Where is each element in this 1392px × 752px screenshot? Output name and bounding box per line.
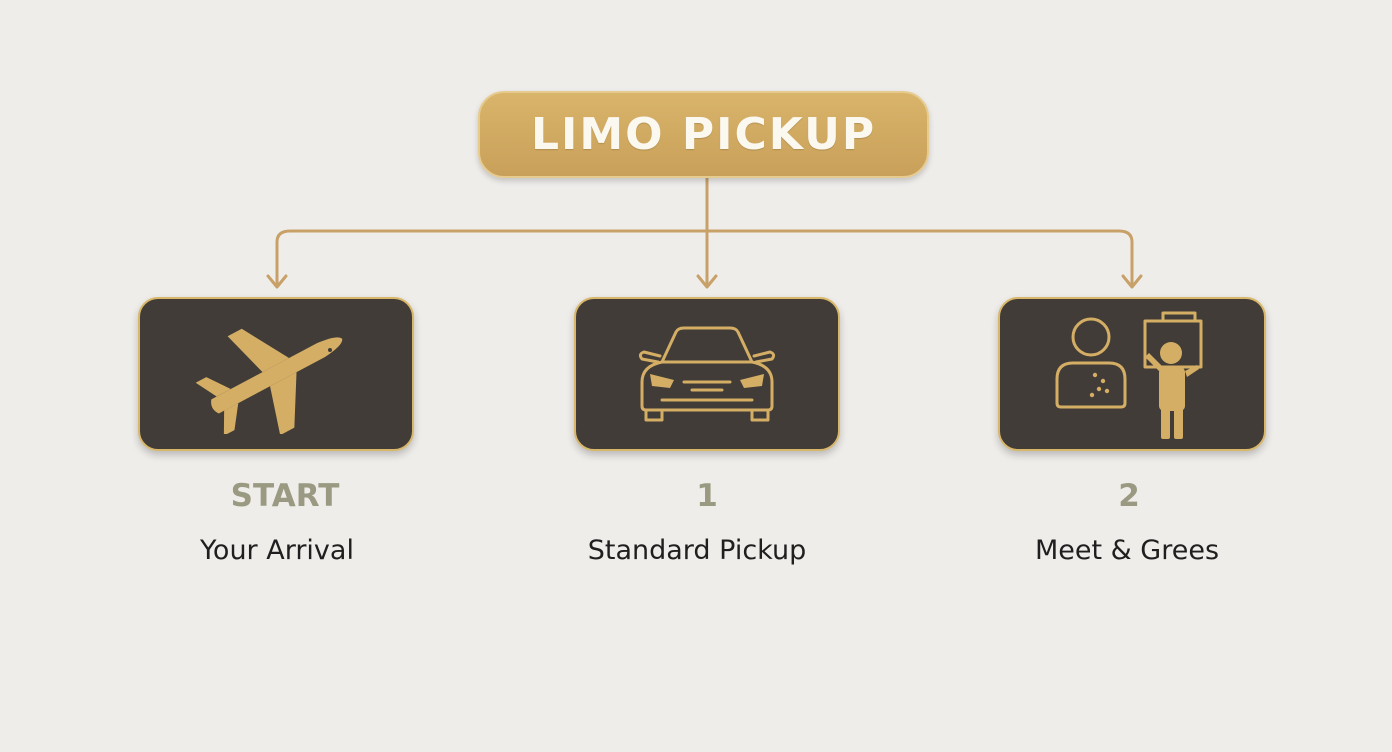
- step-number-1: 1: [696, 478, 718, 514]
- step-label-arrival: Your Arrival: [200, 535, 354, 566]
- step-number-start: START: [230, 478, 340, 514]
- arrowhead-left: [266, 274, 288, 289]
- step-card-standard-pickup: [574, 297, 840, 451]
- title-banner: LIMO PICKUP: [478, 91, 929, 178]
- step-card-meet-and-greet: [998, 297, 1266, 451]
- arrowhead-right: [1121, 274, 1143, 289]
- step-label-meet-and-greet: Meet & Grees: [1034, 535, 1220, 566]
- branch-connector: [275, 229, 1134, 288]
- meet-and-greet-icon: [1055, 311, 1203, 439]
- step-label-standard-pickup: Standard Pickup: [587, 535, 807, 566]
- step-number-2: 2: [1118, 478, 1140, 514]
- step-card-arrival: [138, 297, 414, 451]
- arrowhead-center: [696, 274, 718, 289]
- airplane-icon: [195, 328, 343, 434]
- car-icon: [638, 326, 776, 422]
- diagram-title: LIMO PICKUP: [530, 109, 877, 160]
